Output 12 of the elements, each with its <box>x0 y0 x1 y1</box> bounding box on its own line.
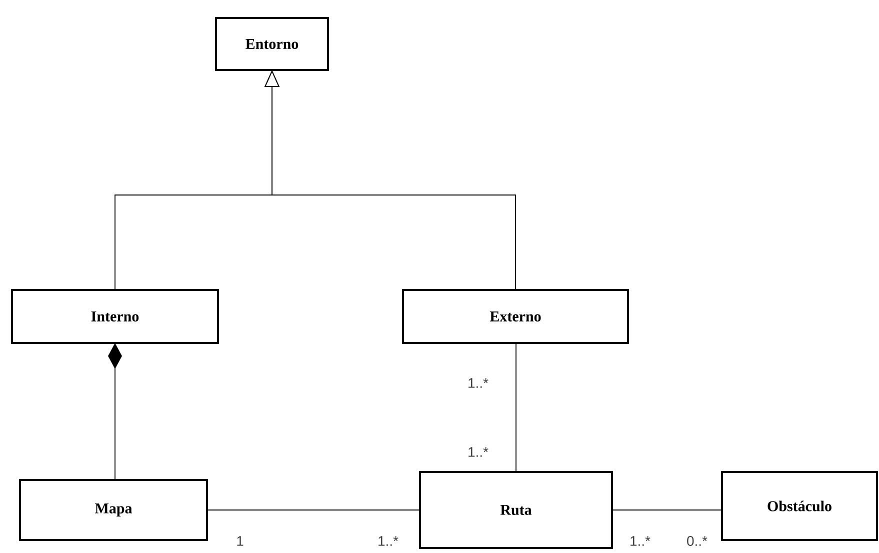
multiplicity-label: 1..* <box>630 536 650 546</box>
class-box: Entorno <box>215 17 329 71</box>
class-box: Interno <box>11 289 219 344</box>
class-box: Obstáculo <box>721 471 878 541</box>
multiplicity-label: 1 <box>237 536 244 546</box>
multiplicity-label: 0..* <box>687 536 708 546</box>
class-box: Mapa <box>19 479 208 541</box>
class-box: Ruta <box>419 471 613 549</box>
multiplicity-label: 1..* <box>468 447 488 457</box>
multiplicity-label: 1..* <box>378 536 398 546</box>
class-box: Externo <box>402 289 629 344</box>
multiplicity-label: 1..* <box>468 378 488 388</box>
